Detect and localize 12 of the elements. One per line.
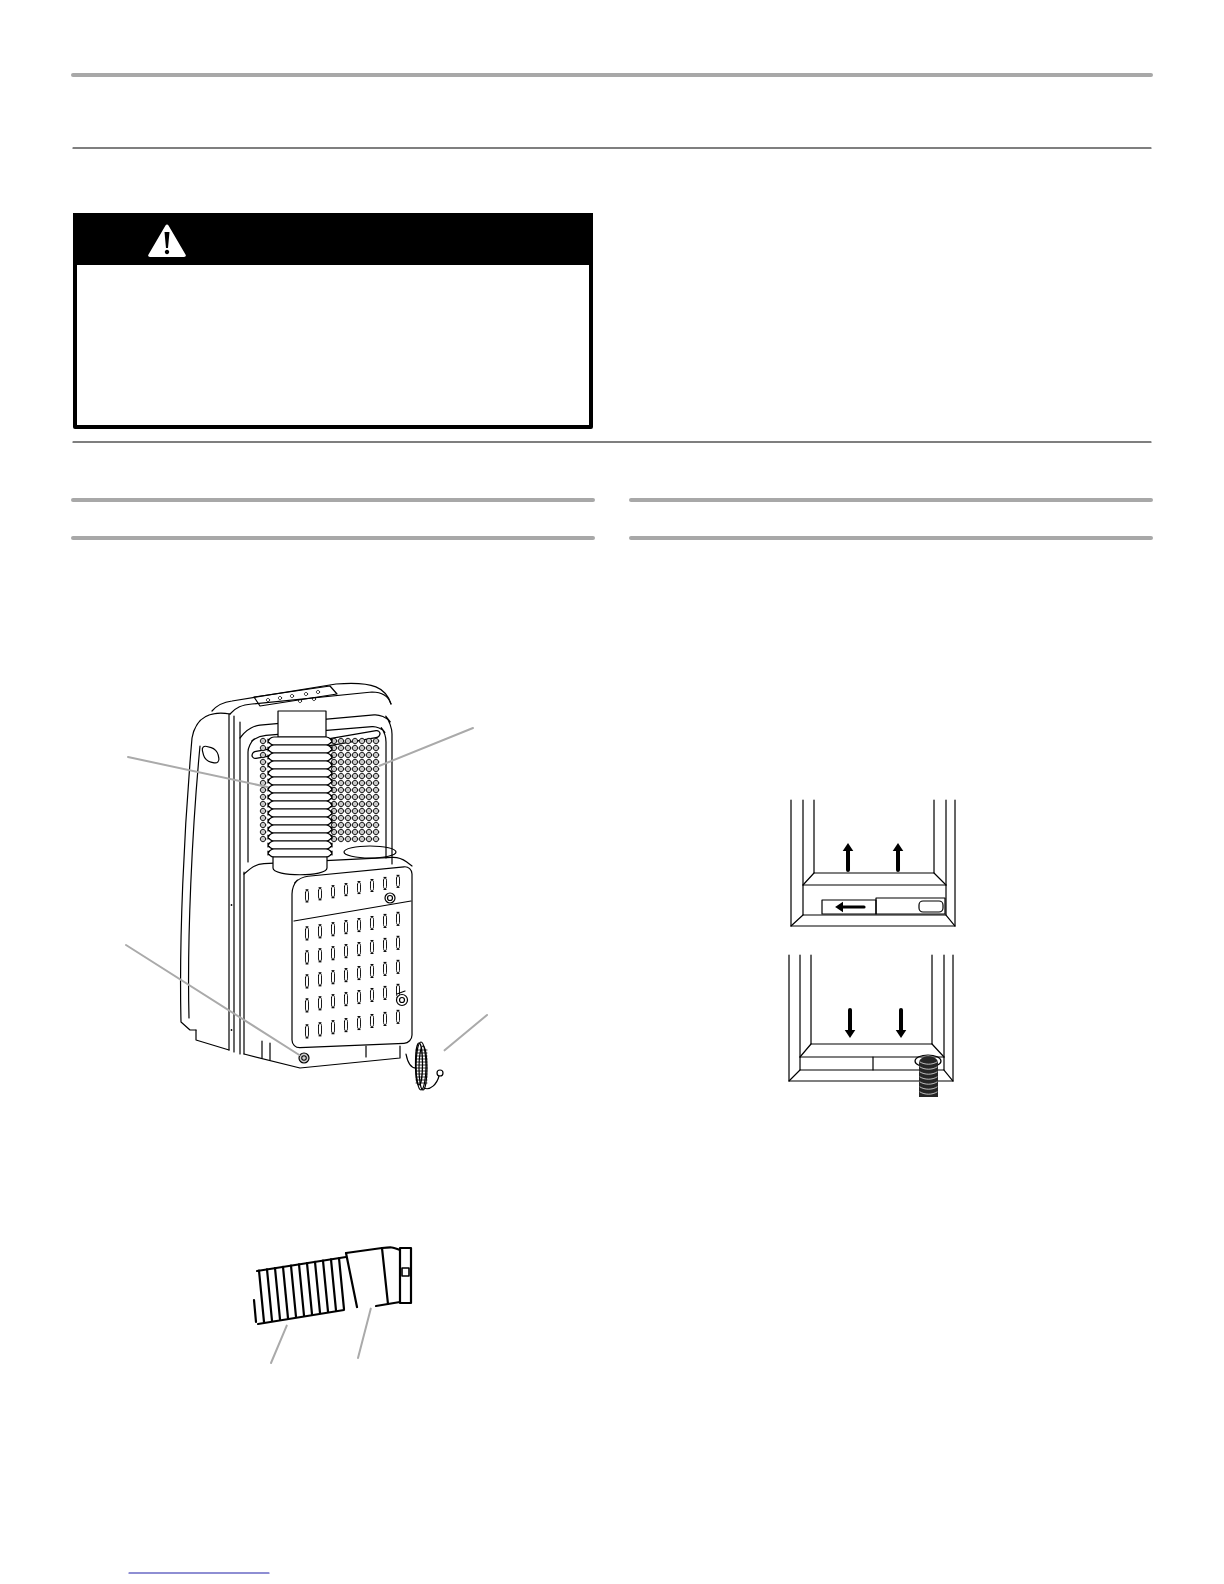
vent-grille	[259, 737, 380, 843]
leader-line	[125, 944, 301, 1056]
leader-line	[127, 756, 269, 788]
power-cord	[405, 1041, 444, 1091]
exhaust-hose	[267, 710, 333, 876]
leader-line	[378, 727, 474, 767]
leader-line	[443, 1014, 488, 1052]
hose-connector	[344, 1246, 413, 1309]
leader-line	[270, 1324, 288, 1364]
leader-line	[357, 1307, 372, 1359]
exhaust-hose	[252, 1256, 347, 1325]
drain-port	[298, 1052, 310, 1064]
